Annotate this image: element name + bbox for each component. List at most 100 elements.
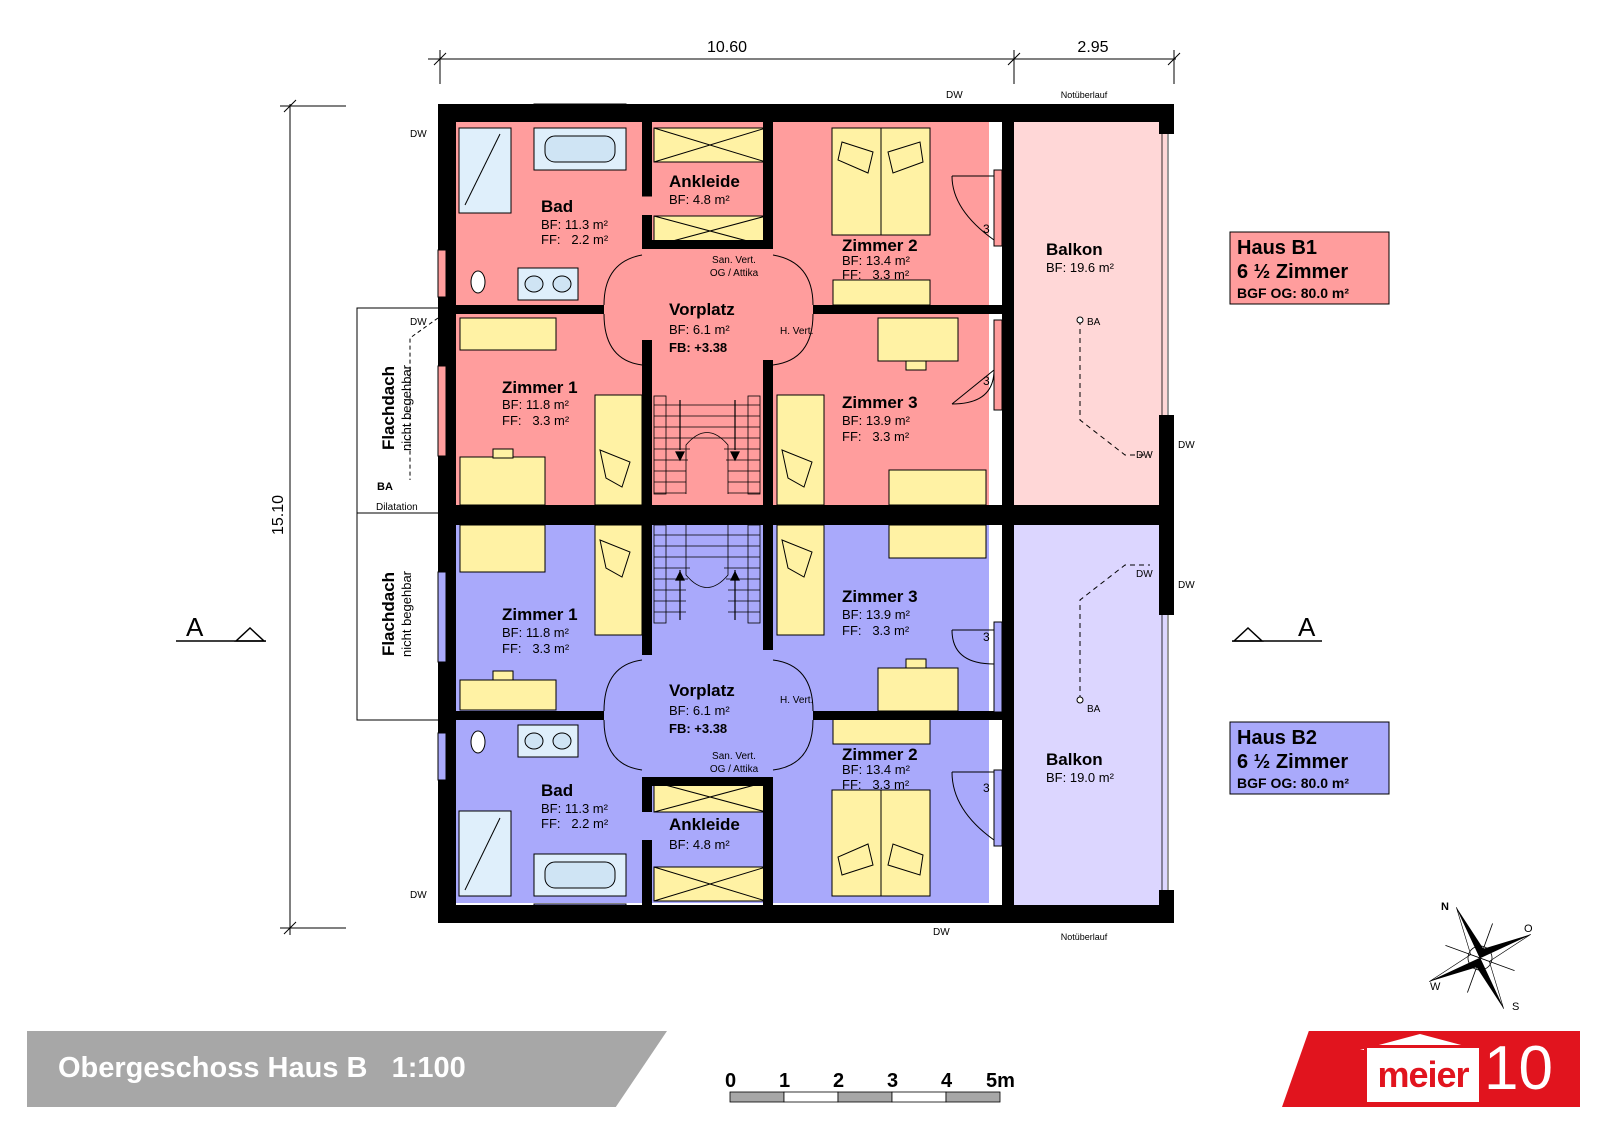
scale-bar: 0 1 2 3 4 5m [725,1070,1015,1103]
house-label-b2: Haus B2 6 ½ Zimmer BGF OG: 80.0 m² [1229,721,1390,795]
b2-vorplatz-bf: BF: 6.1 m² [669,703,730,718]
pillows [599,141,924,876]
compass-n: N [1441,901,1449,913]
dim-left-vertical: 15.10 [270,495,287,535]
b1-zimmer2-name: Zimmer 2 [842,236,918,255]
scale-0: 0 [725,1070,736,1092]
san-vert-b1-2: OG / Attika [710,268,759,279]
dw-label-b1-balkon: DW [1136,450,1153,461]
balcony-drains [1079,320,1150,700]
dw-label-b2-right: DW [1178,580,1195,591]
dimension-lines [280,50,1181,935]
walls [438,104,1174,923]
b1-stairs-fill [642,340,773,505]
flachdach-bottom-label: Flachdach nicht begehbar [379,570,414,657]
title-band [27,1031,667,1107]
b2-zimmer2-name: Zimmer 2 [842,745,918,764]
h-vert-b1: H. Vert. [780,326,813,337]
section-letter-right: A [1298,612,1316,642]
title-text: Obergeschoss Haus B [58,1052,368,1084]
doors [603,175,995,841]
scale-3: 3 [887,1070,898,1092]
b2-ankleide-name: Ankleide [669,815,740,834]
chairs [492,360,927,681]
step-marks: 3 3 3 3 3 3 3 3 [983,222,1014,795]
title-scale: 1:100 [391,1052,466,1084]
b1-vorplatz-bf: BF: 6.1 m² [669,322,730,337]
b1-balkon-fill [1012,108,1167,514]
dw-label-b1-right: DW [1178,440,1195,451]
house-label-b1-name: Haus B1 [1237,237,1317,259]
b1-ankleide-bf: BF: 4.8 m² [669,192,730,207]
dw-label-top: DW [946,90,963,101]
san-vert-b2-1: San. Vert. [712,751,756,762]
house-label-b2-bgf: BGF OG: 80.0 m² [1237,775,1349,791]
b1-bad-name: Bad [541,197,573,216]
b2-vorplatz-name: Vorplatz [669,681,735,700]
step-mark-1a: 3 [983,222,990,236]
notueberlauf-top: Notüberlauf [1061,90,1108,100]
scale-5m: 5m [986,1070,1015,1092]
b2-zimmer3-name: Zimmer 3 [842,587,918,606]
step-mark-3a: 3 [983,630,990,644]
step-mark-4b: 3 [1007,781,1014,795]
b2-bad-ff: FF: 2.2 m² [541,816,609,831]
ba-label-b1: BA [1087,317,1101,328]
notueberlauf-bottom: Notüberlauf [1061,932,1108,942]
dw-label-b1-left: DW [410,129,427,140]
flachdach-subtitle-top: nicht begehbar [399,364,414,451]
house-label-b1-rooms: 6 ½ Zimmer [1237,261,1348,283]
b2-zimmer1-bf: BF: 11.8 m² [502,625,570,640]
section-mark-left: A [176,612,266,642]
ba-label-b2: BA [1087,704,1101,715]
san-vert-b1-1: San. Vert. [712,255,756,266]
b2-labels: Zimmer 1 BF: 11.8 m² FF: 3.3 m² Zimmer 3… [502,587,1115,852]
b2-bad-bf: BF: 11.3 m² [541,801,609,816]
b1-zimmer1-bf: BF: 11.8 m² [502,397,570,412]
step-mark-2b: 3 [1007,374,1014,388]
compass-s: S [1512,1001,1519,1013]
b1-balkon-name: Balkon [1046,240,1103,259]
b1-zimmer3-bf: BF: 13.9 m² [842,413,911,428]
dim-top-right: 2.95 [1077,39,1108,56]
b1-bad-bf: BF: 11.3 m² [541,217,609,232]
b1-zimmer1-name: Zimmer 1 [502,378,578,397]
dw-label-bottom: DW [933,927,950,938]
b1-bad-ff: FF: 2.2 m² [541,232,609,247]
page-title: Obergeschoss Haus B 1:100 [58,1052,466,1085]
b1-zimmer2-bf: BF: 13.4 m² [842,253,911,268]
dilatation-label: Dilatation [376,502,418,513]
b1-zimmer3-name: Zimmer 3 [842,393,918,412]
b2-balkon-name: Balkon [1046,750,1103,769]
b1-ankleide-name: Ankleide [669,172,740,191]
b2-zimmer3-ff: FF: 3.3 m² [842,623,910,638]
b1-zimmer3-ff: FF: 3.3 m² [842,429,910,444]
flachdach-drain-line [409,317,439,480]
section-letter-left: A [186,612,204,642]
house-label-b1-box [1229,231,1390,305]
flachdach-area [356,307,440,721]
step-mark-1b: 3 [1007,222,1014,236]
step-mark-3b: 3 [1007,630,1014,644]
dw-label-b2-left: DW [410,890,427,901]
b1-zimmer1-ff: FF: 3.3 m² [502,413,570,428]
house-label-b1: Haus B1 6 ½ Zimmer BGF OG: 80.0 m² [1229,231,1390,305]
b2-zimmer2-bf: BF: 13.4 m² [842,762,911,777]
house-label-b1-bgf: BGF OG: 80.0 m² [1237,285,1349,301]
house-label-b2-box [1229,721,1390,795]
flachdach-title-top: Flachdach [379,366,398,450]
compass-o: O [1524,923,1533,935]
step-mark-2a: 3 [983,374,990,388]
logo-number: 10 [1484,1034,1553,1103]
b2-ankleide-bf: BF: 4.8 m² [669,837,730,852]
house-label-b2-name: Haus B2 [1237,727,1317,749]
b2-zimmer3-bf: BF: 13.9 m² [842,607,911,622]
dw-label-b2-balkon: DW [1136,569,1153,580]
b2-vorplatz-fb: FB: +3.38 [669,721,727,736]
b1-vorplatz-fb: FB: +3.38 [669,340,727,355]
flachdach-title-bottom: Flachdach [379,572,398,656]
b1-labels: Bad BF: 11.3 m² FF: 2.2 m² Ankleide BF: … [502,172,1115,444]
section-mark-right: A [1232,612,1322,642]
logo: meier [1364,1045,1482,1105]
